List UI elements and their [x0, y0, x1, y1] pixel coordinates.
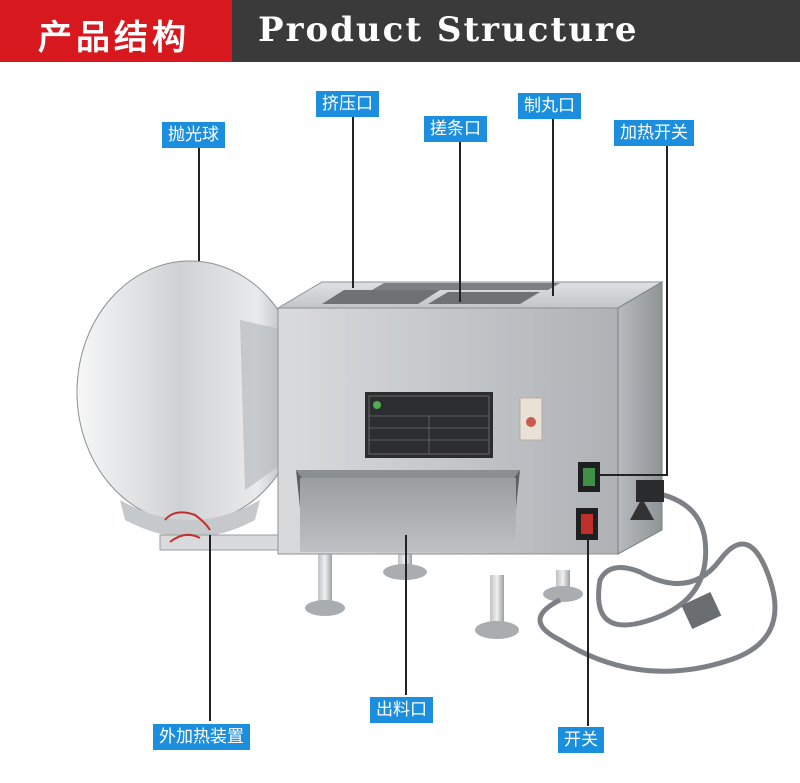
power-cord-shape [537, 489, 778, 674]
leader-outlet-port [405, 535, 407, 695]
side-switches-shape [576, 462, 654, 540]
title-english: Product Structure [258, 10, 639, 50]
label-outlet-port: 出料口 [370, 697, 433, 723]
plug-shape [636, 480, 664, 502]
machine-illustration [76, 260, 778, 674]
leader-polish-ball [198, 148, 200, 261]
label-heating-switch: 加热开关 [614, 120, 694, 146]
leader-heating-switch [666, 145, 668, 475]
nameplate-shape [365, 392, 493, 458]
machine-legs [305, 548, 583, 639]
leader-pill-port [552, 116, 554, 296]
leader-extrusion-port [352, 116, 354, 288]
label-external-heater: 外加热装置 [153, 724, 250, 750]
label-extrusion-port: 挤压口 [316, 91, 379, 117]
polishing-ball-shape [76, 260, 304, 538]
header-red-block [0, 0, 232, 62]
label-polish-ball: 抛光球 [162, 122, 225, 148]
label-switch: 开关 [558, 727, 604, 753]
label-pill-port: 制丸口 [518, 93, 581, 119]
leader-external-heater [209, 535, 211, 721]
plug-end-shape [681, 591, 722, 630]
leader-switch [587, 536, 589, 726]
title-chinese: 产品结构 [38, 18, 190, 58]
label-strip-port: 搓条口 [424, 116, 487, 142]
leader-strip-port [459, 140, 461, 302]
outlet-opening-shape [296, 470, 520, 552]
page-header: 产品结构 Product Structure [0, 0, 800, 62]
leader-heating-switch-h [598, 474, 668, 476]
